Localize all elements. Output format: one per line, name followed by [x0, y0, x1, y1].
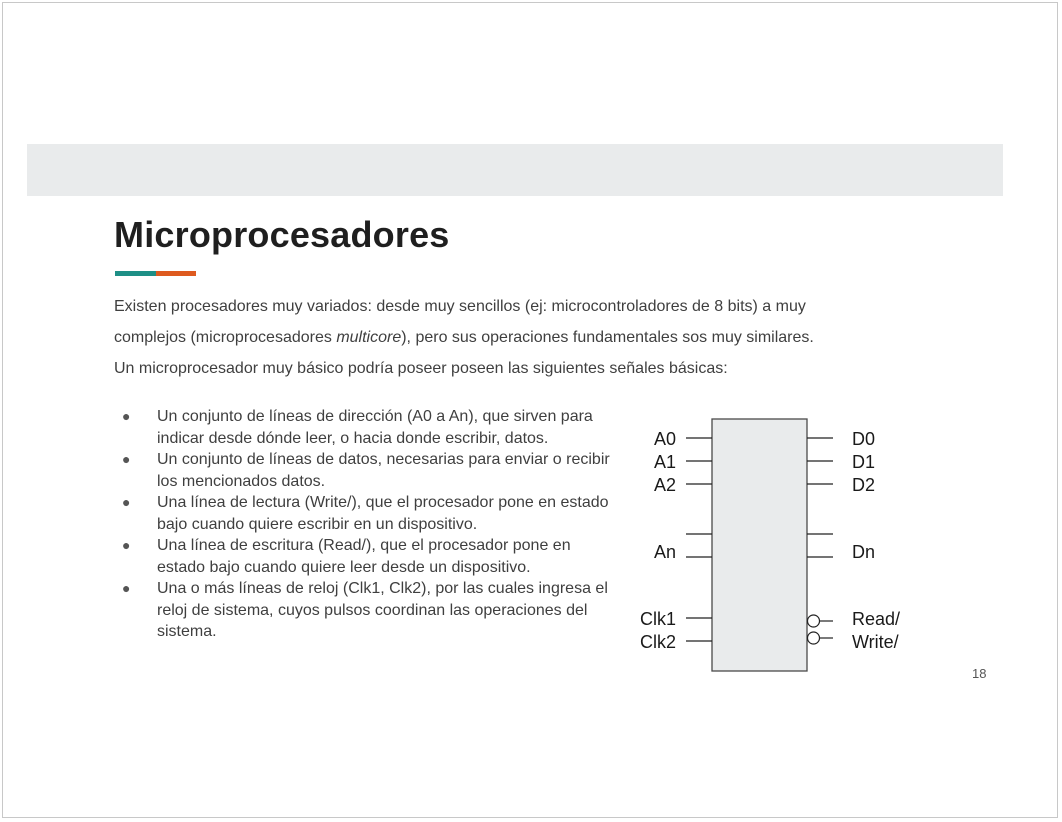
intro-line-2-pre: complejos (microprocesadores — [114, 329, 337, 346]
bullet-icon: ● — [122, 494, 131, 510]
pin-label-d0: D0 — [852, 429, 875, 449]
title-accent-orange — [156, 271, 196, 276]
list-item-text: Un conjunto de líneas de dirección (A0 a… — [157, 408, 593, 447]
list-item: ● Un conjunto de líneas de dirección (A0 … — [120, 406, 610, 449]
list-item: ● Una o más líneas de reloj (Clk1, Clk2),… — [120, 578, 610, 643]
intro-line-2: complejos (microprocesadores multicore),… — [114, 322, 930, 353]
pin-label-clk2: Clk2 — [640, 632, 676, 652]
pin-label-an: An — [654, 542, 676, 562]
header-band — [27, 144, 1003, 196]
list-item-text: Un conjunto de líneas de datos, necesari… — [157, 451, 610, 490]
page-number: 18 — [972, 666, 987, 681]
intro-line-3: Un microprocesador muy básico podría pos… — [114, 360, 728, 377]
pin-label-clk1: Clk1 — [640, 609, 676, 629]
pin-label-dn: Dn — [852, 542, 875, 562]
list-item: ● Una línea de escritura (Read/), que el … — [120, 535, 610, 578]
bullet-icon: ● — [122, 451, 131, 467]
signal-bullet-list: ● Un conjunto de líneas de dirección (A0 … — [120, 406, 610, 643]
chip-body — [711, 418, 808, 672]
intro-text: Existen procesadores muy variados: desde… — [114, 291, 930, 384]
list-item-text: Una línea de lectura (Write/), que el pr… — [157, 494, 609, 533]
bullet-icon: ● — [122, 580, 131, 596]
list-item: ● Un conjunto de líneas de datos, necesar… — [120, 449, 610, 492]
pin-label-d2: D2 — [852, 475, 875, 495]
read-inversion-bubble — [806, 614, 821, 628]
pin-label-write: Write/ — [852, 632, 899, 652]
pin-label-a0: A0 — [654, 429, 676, 449]
list-item-text: Una o más líneas de reloj (Clk1, Clk2), … — [157, 580, 608, 640]
list-item: ● Una línea de lectura (Write/), que el p… — [120, 492, 610, 535]
list-item-text: Una línea de escritura (Read/), que el p… — [157, 537, 571, 576]
bullet-icon: ● — [122, 537, 131, 553]
title-accent-teal — [115, 271, 156, 276]
pin-label-read: Read/ — [852, 609, 900, 629]
intro-line-2-emphasis: multicore — [336, 329, 402, 346]
slide-title: Microprocesadores — [114, 214, 450, 255]
bullet-icon: ● — [122, 408, 131, 424]
microprocessor-diagram: A0 A1 A2 An Clk1 Clk2 D0 D1 D2 Dn Read/ … — [640, 418, 900, 672]
intro-line-1: Existen procesadores muy variados: desde… — [114, 298, 806, 315]
write-inversion-bubble — [806, 631, 821, 645]
pin-label-a1: A1 — [654, 452, 676, 472]
pin-label-d1: D1 — [852, 452, 875, 472]
pin-label-a2: A2 — [654, 475, 676, 495]
intro-line-2-post: ), pero sus operaciones fundamentales so… — [401, 329, 814, 346]
